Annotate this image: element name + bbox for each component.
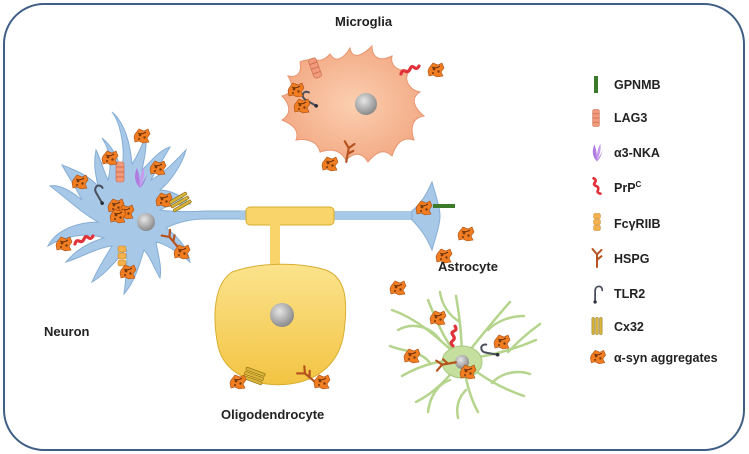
legend-lag3-icon	[592, 109, 600, 127]
legend-gpnmb-icon	[594, 76, 598, 93]
oligodendrocyte-cell	[214, 206, 347, 386]
terminal-gpnmb-receptor	[433, 204, 455, 208]
legend-label-cx32: Cx32	[614, 320, 644, 334]
legend-label-hspg: HSPG	[614, 252, 649, 266]
legend-label-lag3: LAG3	[614, 111, 647, 125]
legend-fcgriib-icon	[593, 213, 601, 231]
legend-label-prpc: PrPC	[614, 180, 642, 195]
neuron-fcgriib-receptor	[117, 245, 127, 267]
legend-label-gpnmb: GPNMB	[614, 78, 661, 92]
legend-label-fcgriib: FcγRIIB	[614, 217, 661, 231]
microglia-label: Microglia	[335, 14, 393, 29]
legend: GPNMB LAG3 α3-NKA PrPC FcγRIIB HSPG TLR2…	[589, 76, 718, 365]
axon-terminal	[411, 180, 441, 252]
diagram-frame	[3, 3, 745, 451]
legend-label-tlr2: TLR2	[614, 287, 645, 301]
neuron-label: Neuron	[44, 324, 90, 339]
legend-label-aggregates: α-syn aggregates	[614, 351, 718, 365]
neuron-lag3-receptor	[115, 161, 125, 183]
microglia-nucleus	[355, 93, 377, 115]
legend-cx32-icon	[591, 317, 603, 335]
astrocyte-label: Astrocyte	[438, 259, 498, 274]
legend-label-nka: α3-NKA	[614, 146, 660, 160]
oligodendrocyte-nucleus	[270, 303, 294, 327]
neuron-nucleus	[137, 213, 155, 231]
oligodendrocyte-label: Oligodendrocyte	[221, 407, 324, 422]
